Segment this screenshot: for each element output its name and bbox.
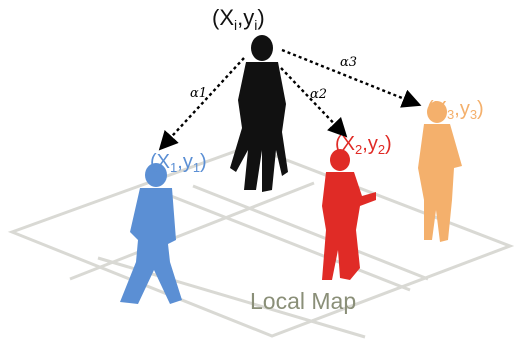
pedestrian-neighbor-2	[322, 149, 376, 280]
map-grid-line	[170, 194, 411, 292]
pedestrian-neighbor-1	[120, 163, 182, 304]
neighbor-2-coordinate-label: (X2,y2)	[335, 133, 392, 157]
angle-label-2: α2	[310, 87, 327, 102]
pedestrian-center	[230, 35, 288, 192]
pedestrian-neighbor-3	[418, 101, 462, 242]
angle-label-3: α3	[340, 55, 357, 70]
neighbor-1-coordinate-label: (X1,y1)	[150, 151, 207, 175]
arrow-to-neighbor-3	[281, 48, 422, 108]
relation-arrows	[158, 48, 422, 151]
arrow-to-neighbor-1	[158, 57, 245, 151]
angle-label-1: α1	[190, 86, 207, 101]
local-map-label: Local Map	[250, 288, 356, 314]
map-grid-line	[192, 184, 429, 281]
center-coordinate-label: (Xi,yi)	[212, 5, 265, 33]
neighbor-3-coordinate-label: (X3,y3)	[427, 98, 484, 122]
map-outline	[7, 144, 515, 338]
